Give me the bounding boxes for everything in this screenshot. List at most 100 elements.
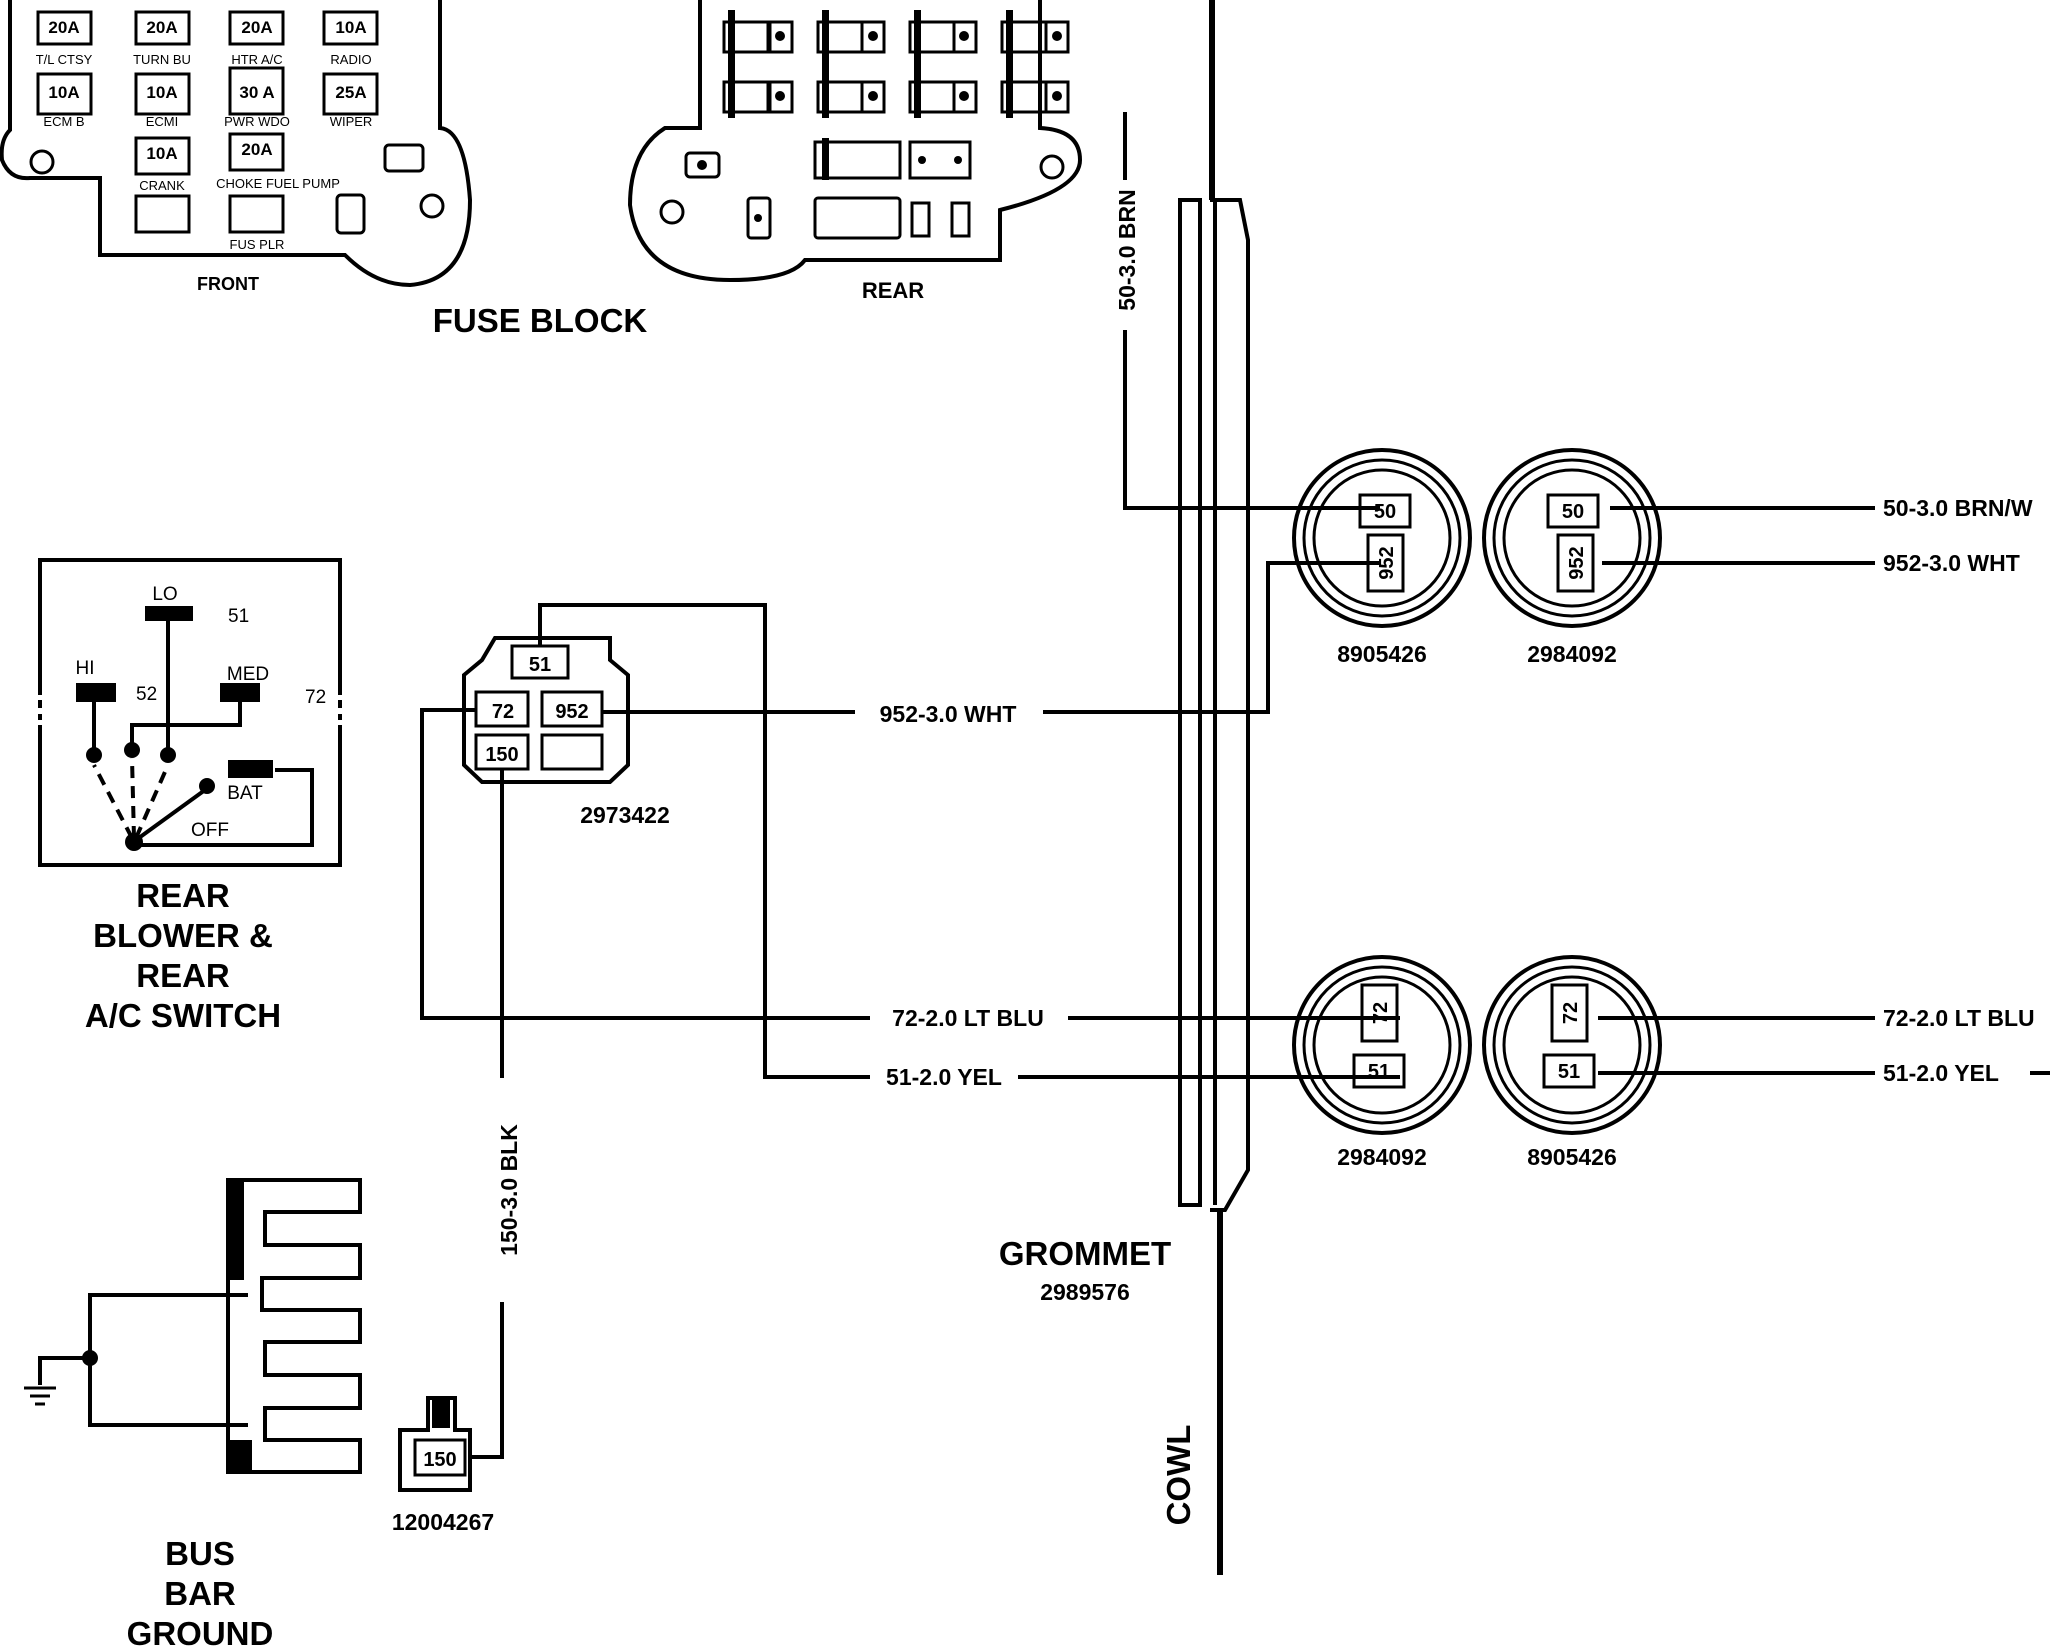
cowl-label: COWL (1160, 1425, 1197, 1526)
fuse-ecm-b: 10A ECM B (36, 72, 93, 129)
rear-blower-switch: LO HI MED BAT OFF 51 52 72 (38, 558, 342, 867)
diagram-label: 51 (1368, 1061, 1390, 1083)
fuse-block-front-label: FRONT (197, 274, 259, 294)
pass-through-connector-upper-right: 50 952 2984092 (1482, 448, 1662, 667)
diagram-label: CHOKE FUEL PUMP (216, 176, 340, 191)
diagram-label: 20A (48, 18, 79, 37)
fuse-turn-bu: 20A TURN BU (133, 10, 191, 67)
grommet: GROMMET 2989576 (999, 198, 1250, 1305)
wire-150-blk: 150-3.0 BLK (470, 769, 522, 1459)
diagram-label: FUS PLR (230, 237, 285, 252)
diagram-label: 51-2.0 YEL (1883, 1060, 1999, 1086)
diagram-label: T/L CTSY (36, 52, 93, 67)
fuse-block-front: 20A T/L CTSY 20A TURN BU 20A HTR A/C 10A… (0, 0, 473, 294)
wire-50-brn-w-right: 50-3.0 BRN/W (1610, 495, 2033, 521)
diagram-label: 50 (1374, 501, 1396, 523)
bat-contact (228, 760, 273, 778)
pass-through-connector-lower-right: 72 51 8905426 (1482, 955, 1662, 1170)
wire-72-ltblu: 72-2.0 LT BLU (420, 708, 1400, 1031)
switch-terminal-51: 51 (228, 606, 249, 627)
fuse-block-rear-label: REAR (862, 278, 924, 303)
diagram-label: 30 A (239, 83, 274, 102)
connector-2973422-part-number: 2973422 (580, 802, 670, 828)
diagram-label: 952 (1376, 546, 1398, 579)
wire-51-yel-right: 51-2.0 YEL (1598, 1060, 2050, 1086)
diagram-label: 150 (423, 1449, 456, 1471)
wire-51-yel: 51-2.0 YEL (538, 603, 1400, 1090)
grommet-title: GROMMET (999, 1235, 1171, 1272)
fuse-htr-ac: 20A HTR A/C (228, 10, 285, 67)
diagram-label: ECM B (43, 114, 84, 129)
diagram-label: 72-2.0 LT BLU (892, 1005, 1044, 1031)
diagram-label: 10A (146, 144, 177, 163)
switch-terminal-72: 72 (305, 687, 326, 708)
fuse-crank: 10A CRANK (134, 136, 191, 193)
fuse-radio: 10A RADIO (322, 10, 379, 67)
grommet-part-number: 2989576 (1040, 1279, 1130, 1305)
diagram-label: HTR A/C (231, 52, 282, 67)
fuse-pwr-wdo: 30 A PWR WDO (224, 66, 290, 129)
med-contact (220, 683, 260, 702)
fuse-block-title: FUSE BLOCK (433, 302, 648, 339)
diagram-label: REAR (136, 957, 230, 994)
diagram-label: PWR WDO (224, 114, 290, 129)
switch-lo-label: LO (152, 584, 177, 605)
diagram-label: 2984092 (1337, 1144, 1427, 1170)
diagram-label: 8905426 (1527, 1144, 1617, 1170)
diagram-label: 150-3.0 BLK (496, 1124, 522, 1256)
diagram-label: 10A (146, 83, 177, 102)
bus-bar-ground: BUS BAR GROUND (24, 1178, 362, 1648)
diagram-label: RADIO (330, 52, 371, 67)
fuse-t-l-ctsy: 20A T/L CTSY (36, 10, 93, 67)
diagram-label: 20A (146, 18, 177, 37)
wire-72-ltblu-right: 72-2.0 LT BLU (1598, 1005, 2035, 1031)
diagram-label: 51 (529, 654, 551, 676)
connector-12004267: 150 12004267 (392, 1396, 494, 1535)
diagram-label: 952 (555, 701, 588, 723)
hi-contact (76, 683, 116, 702)
diagram-label: 952-3.0 WHT (880, 701, 1017, 727)
switch-hi-label: HI (76, 658, 95, 679)
switch-terminal-52: 52 (136, 684, 157, 705)
diagram-label: GROUND (127, 1615, 274, 1648)
switch-off-label: OFF (191, 820, 229, 841)
fuse-block-rear: REAR (627, 0, 1083, 303)
diagram-label: 952-3.0 WHT (1883, 550, 2020, 576)
fuse-wiper: 25A WIPER (322, 72, 379, 129)
diagram-label: 20A (241, 18, 272, 37)
diagram-label: BLOWER & (93, 917, 273, 954)
diagram-label: WIPER (330, 114, 373, 129)
diagram-label: A/C SWITCH (85, 997, 281, 1034)
switch-med-label: MED (227, 664, 269, 685)
wire-50-brn: 50-3.0 BRN (1114, 112, 1380, 510)
diagram-label: ECMI (146, 114, 179, 129)
fuse-fus-plr: FUS PLR (134, 194, 285, 252)
diagram-label: 72 (1370, 1002, 1392, 1024)
diagram-label: 8905426 (1337, 641, 1427, 667)
wire-952-wht: 952-3.0 WHT (602, 561, 1380, 727)
diagram-label: 50 (1562, 501, 1584, 523)
diagram-label: 2984092 (1527, 641, 1617, 667)
diagram-label: 51 (1558, 1061, 1580, 1083)
fuse-choke-fuel-pump: 20A CHOKE FUEL PUMP (216, 132, 340, 191)
diagram-label: BUS (165, 1535, 235, 1572)
cavity-952 (540, 690, 604, 728)
rear-blower-switch-title: REAR BLOWER & REAR A/C SWITCH (85, 877, 281, 1034)
diagram-label: 51-2.0 YEL (886, 1064, 1002, 1090)
connector-2973422: 51 72 952 150 2973422 (462, 636, 670, 828)
diagram-label: 72-2.0 LT BLU (1883, 1005, 2035, 1031)
diagram-label: 952 (1566, 546, 1588, 579)
diagram-label: 25A (335, 83, 366, 102)
switch-bat-label: BAT (227, 783, 263, 804)
diagram-label: 72 (492, 701, 514, 723)
diagram-label: 150 (485, 744, 518, 766)
wire-952-wht-right: 952-3.0 WHT (1602, 550, 2020, 576)
diagram-label: 20A (241, 140, 272, 159)
diagram-label: REAR (136, 877, 230, 914)
diagram-label: 10A (48, 83, 79, 102)
diagram-label: 50-3.0 BRN (1114, 189, 1140, 310)
diagram-label: 50-3.0 BRN/W (1883, 495, 2033, 521)
diagram-label: 10A (335, 18, 366, 37)
cowl: COWL (1160, 0, 1223, 1575)
